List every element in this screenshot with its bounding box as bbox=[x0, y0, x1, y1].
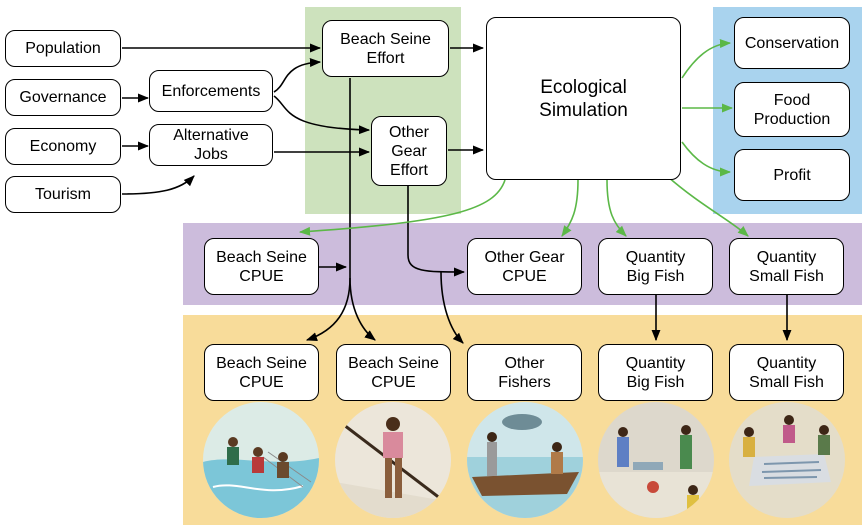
node-other-gear-effort-label: Other Gear Effort bbox=[388, 123, 429, 179]
observed-beach-seine-cpue-2: Beach Seine CPUE bbox=[336, 344, 451, 401]
node-other-gear-cpue: Other Gear CPUE bbox=[467, 238, 582, 295]
node-population-label: Population bbox=[25, 40, 101, 57]
node-alternative-jobs: Alternative Jobs bbox=[149, 124, 273, 166]
arrow-simulation-to-other-gear-cpue bbox=[561, 179, 579, 237]
observed-beach-seine-cpue-2-label: Beach Seine CPUE bbox=[348, 354, 439, 391]
big-fish-market-illustration bbox=[598, 402, 714, 518]
arrow-other-gear-effort-to-other-gear-cpue bbox=[407, 186, 466, 277]
arrow-effort-to-observed-beach-seine-cpue-1 bbox=[305, 78, 351, 341]
other-fishers-boat-illustration bbox=[467, 402, 583, 518]
node-quantity-big-fish-label: Quantity Big Fish bbox=[625, 248, 686, 285]
arrow-simulation-to-conservation bbox=[681, 39, 732, 79]
observed-quantity-big-fish-label: Quantity Big Fish bbox=[625, 354, 686, 391]
arrow-simulation-to-small-fish bbox=[666, 175, 749, 237]
arrow-simulation-to-beach-seine-cpue bbox=[298, 179, 506, 236]
node-alternative-jobs-label: Alternative Jobs bbox=[173, 127, 249, 163]
arrow-effort-to-observed-beach-seine-cpue-2 bbox=[349, 277, 376, 341]
node-food-production: Food Production bbox=[734, 82, 850, 137]
observed-beach-seine-cpue-1-label: Beach Seine CPUE bbox=[216, 354, 307, 391]
arrow-enforcements-to-other-gear-effort bbox=[273, 95, 371, 135]
node-beach-seine-cpue: Beach Seine CPUE bbox=[204, 238, 319, 295]
node-other-gear-effort: Other Gear Effort bbox=[371, 116, 447, 186]
node-economy: Economy bbox=[5, 128, 121, 165]
node-quantity-small-fish: Quantity Small Fish bbox=[729, 238, 844, 295]
observed-quantity-small-fish: Quantity Small Fish bbox=[729, 344, 844, 401]
observed-quantity-small-fish-label: Quantity Small Fish bbox=[749, 354, 824, 391]
node-beach-seine-effort-label: Beach Seine Effort bbox=[340, 30, 431, 67]
node-quantity-big-fish: Quantity Big Fish bbox=[598, 238, 713, 295]
beach-seine-pole-fisher-illustration bbox=[335, 402, 451, 518]
beach-seine-net-haulers-illustration bbox=[203, 402, 319, 518]
small-fish-market-illustration bbox=[729, 402, 845, 518]
node-ecological-simulation: Ecological Simulation bbox=[486, 17, 681, 180]
node-profit: Profit bbox=[734, 149, 850, 201]
node-food-production-label: Food Production bbox=[753, 91, 831, 128]
node-conservation-label: Conservation bbox=[744, 34, 840, 52]
node-enforcements-label: Enforcements bbox=[161, 82, 261, 100]
observed-quantity-big-fish: Quantity Big Fish bbox=[598, 344, 713, 401]
node-quantity-small-fish-label: Quantity Small Fish bbox=[749, 248, 824, 285]
arrow-simulation-to-profit bbox=[681, 141, 732, 177]
observed-other-fishers: Other Fishers bbox=[467, 344, 582, 401]
arrow-tourism-to-alternative-jobs bbox=[121, 175, 195, 195]
node-beach-seine-cpue-label: Beach Seine CPUE bbox=[216, 248, 307, 285]
node-enforcements: Enforcements bbox=[149, 70, 273, 112]
node-ecological-simulation-label: Ecological Simulation bbox=[539, 76, 628, 121]
node-beach-seine-effort: Beach Seine Effort bbox=[322, 20, 449, 77]
observed-beach-seine-cpue-1: Beach Seine CPUE bbox=[204, 344, 319, 401]
arrow-simulation-to-big-fish bbox=[606, 179, 627, 237]
arrow-enforcements-to-beach-seine-effort bbox=[273, 58, 322, 93]
node-other-gear-cpue-label: Other Gear CPUE bbox=[484, 248, 565, 285]
node-tourism-label: Tourism bbox=[34, 186, 91, 203]
observed-other-fishers-label: Other Fishers bbox=[498, 354, 551, 391]
node-economy-label: Economy bbox=[29, 138, 97, 155]
node-governance-label: Governance bbox=[19, 89, 107, 106]
node-tourism: Tourism bbox=[5, 176, 121, 213]
node-profit-label: Profit bbox=[773, 166, 811, 184]
node-population: Population bbox=[5, 30, 121, 67]
arrow-other-gear-effort-to-other-fishers bbox=[440, 271, 464, 344]
node-governance: Governance bbox=[5, 79, 121, 116]
node-conservation: Conservation bbox=[734, 17, 850, 69]
